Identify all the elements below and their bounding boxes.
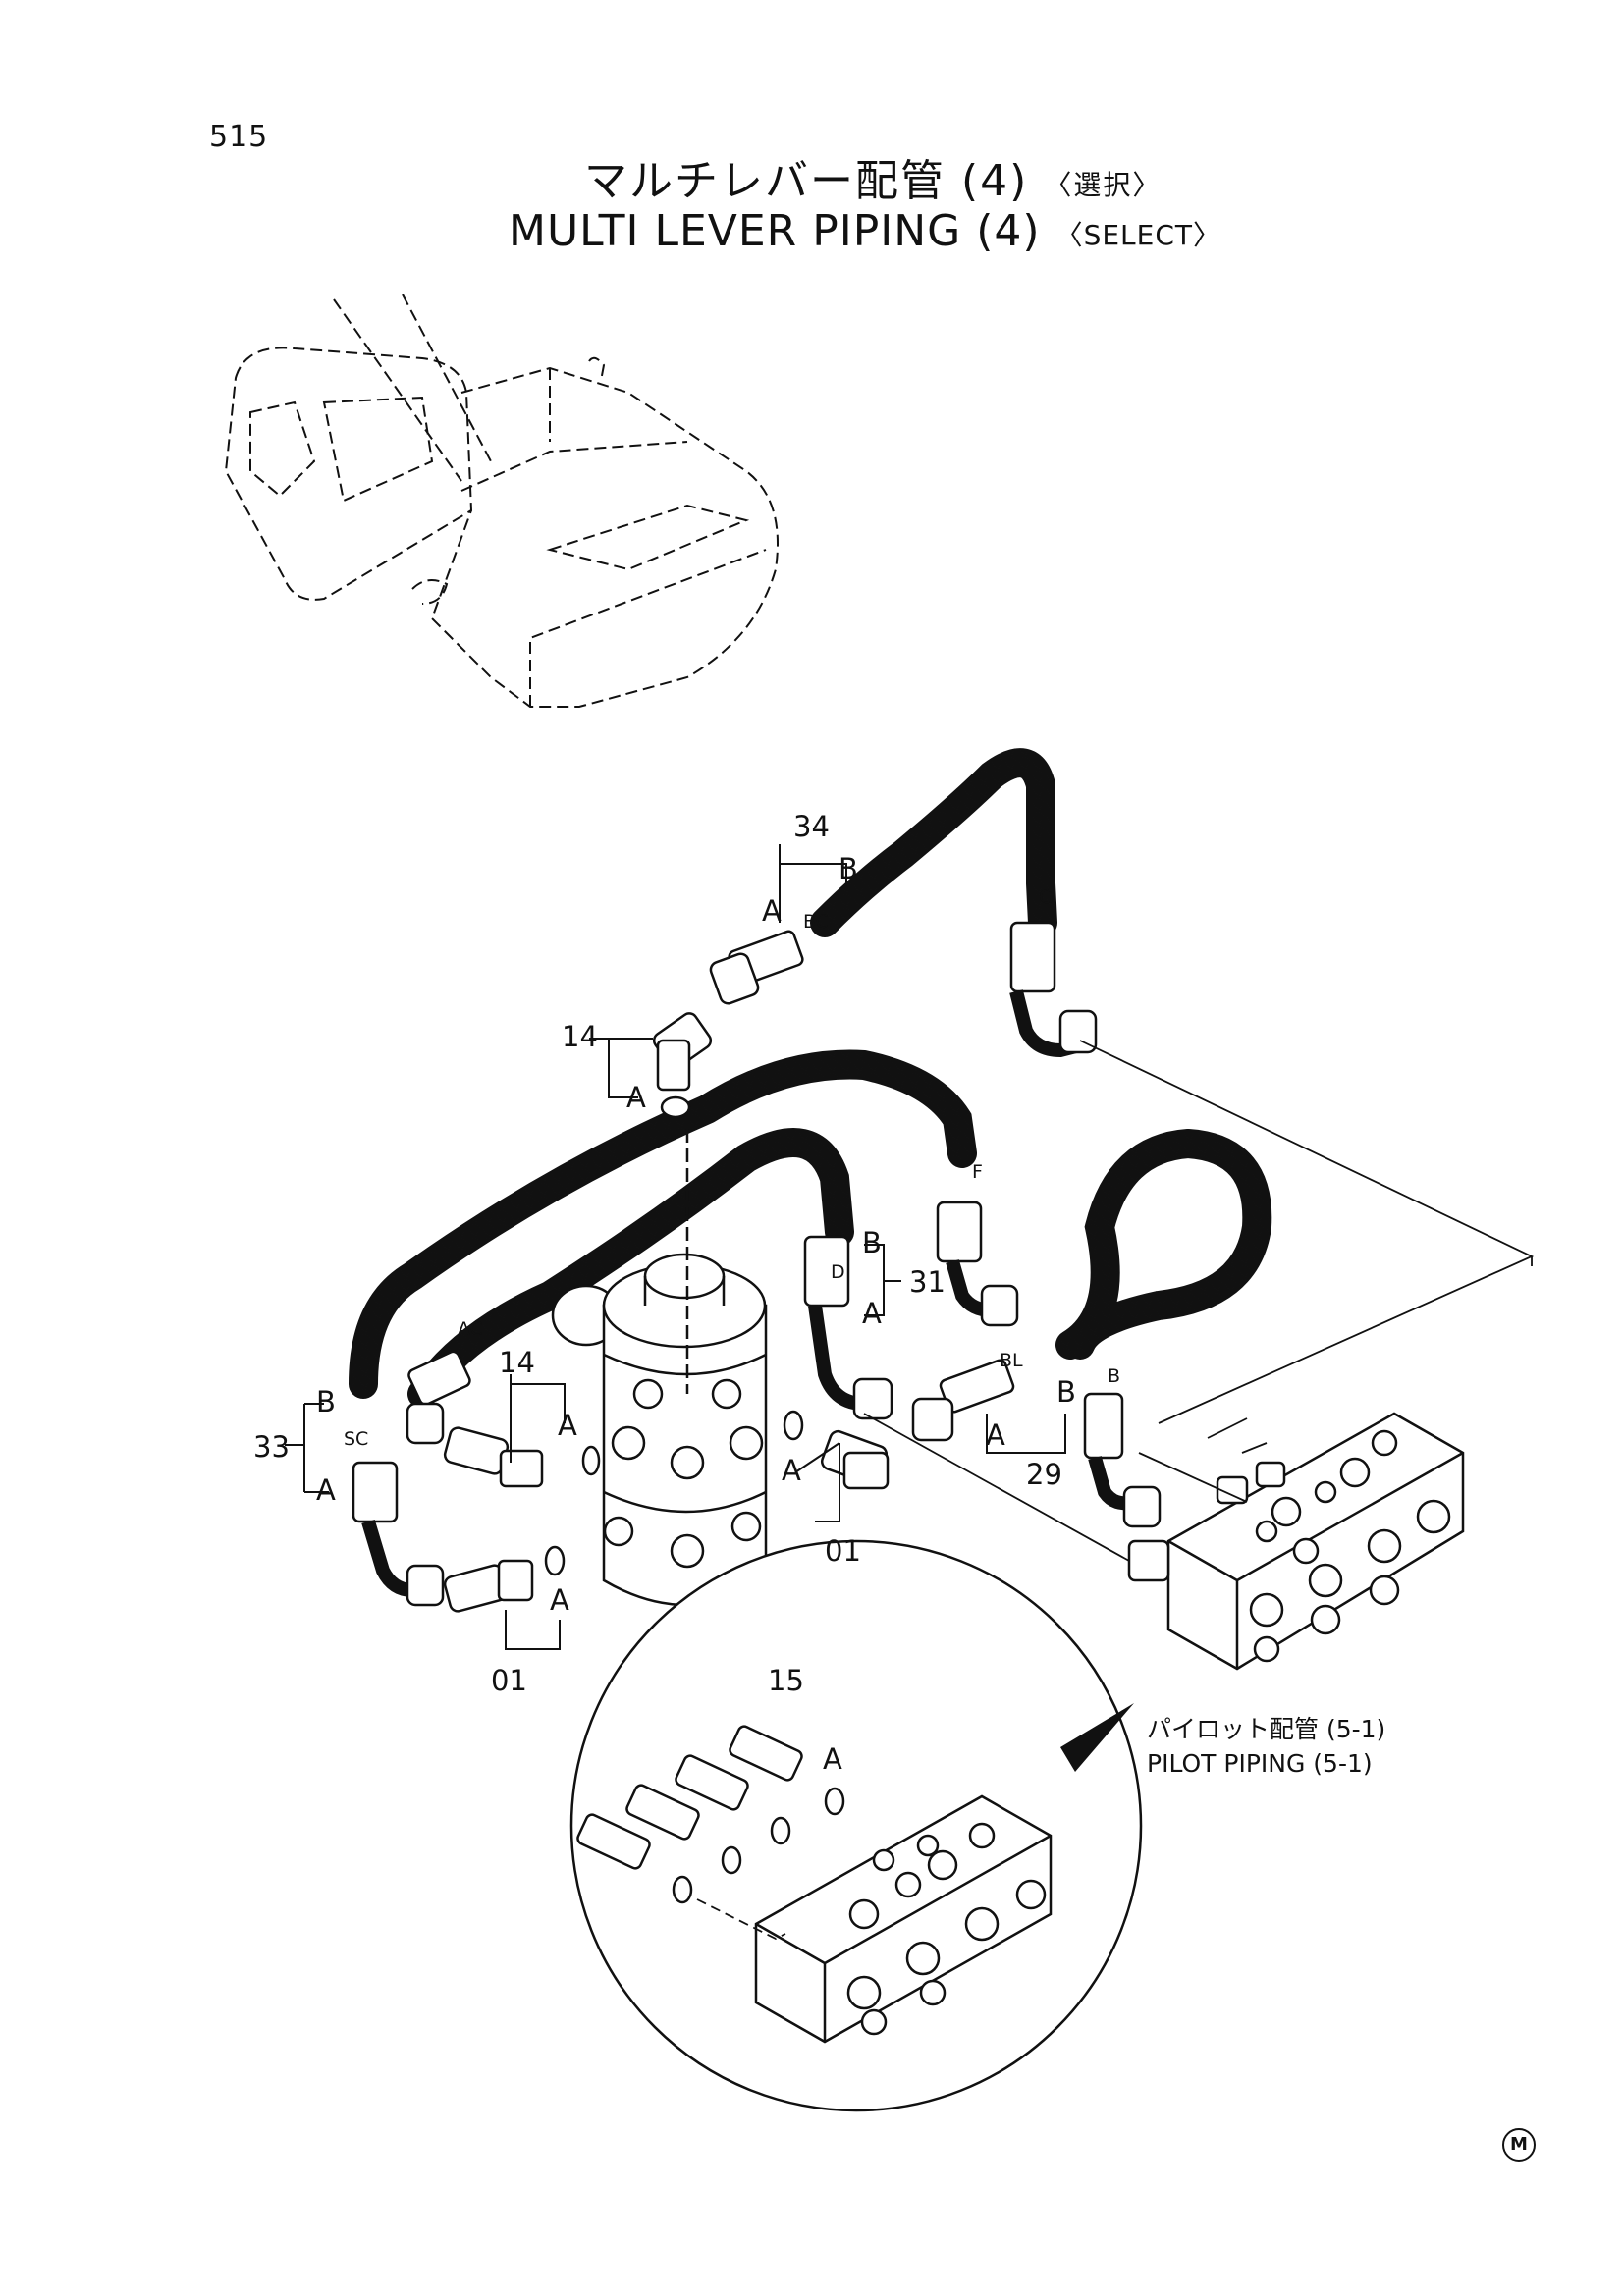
label-33-sc: SC: [344, 1428, 368, 1450]
elbow-sc: [361, 1519, 413, 1597]
label-34-g: G: [1039, 886, 1054, 908]
callout-brackets: [285, 844, 1066, 1797]
label-01-right: 01: [825, 1534, 861, 1568]
reference-label-jp: パイロット配管 (5-1): [1147, 1715, 1386, 1743]
label-14-top-a: A: [626, 1081, 646, 1114]
label-33-ac: AC: [458, 1318, 483, 1340]
zoom-detail: [569, 1539, 1143, 2112]
label-33-b: B: [316, 1385, 336, 1418]
fitting-sc: [352, 1461, 399, 1523]
fitting-01-right: [842, 1451, 890, 1490]
control-valve-block: [1127, 1412, 1465, 1671]
title-jp-text: マルチレバー配管 (4): [584, 156, 1029, 206]
label-29-b: B: [1056, 1375, 1076, 1409]
fitting-14-left: [499, 1449, 544, 1488]
label-14-left: 14: [499, 1346, 535, 1379]
callout-labels: 34 A B BC G 14 A 31 B A D F 33 B A SC AC…: [253, 810, 1120, 1776]
detail-fitting-3: [675, 1754, 749, 1811]
label-29-a: A: [986, 1418, 1005, 1452]
reference-label-en: PILOT PIPING (5-1): [1147, 1749, 1373, 1778]
fitting-14-top: [656, 1039, 691, 1092]
label-34-b: B: [839, 852, 858, 885]
label-29-b2: B: [1108, 1365, 1120, 1387]
title-english: MULTI LEVER PIPING (4) 〈SELECT〉: [509, 206, 1221, 256]
label-31-f: F: [972, 1161, 983, 1183]
oring-01-left: [544, 1545, 566, 1576]
nut-29-bl: [911, 1397, 954, 1442]
elbow-14-left: [443, 1426, 510, 1475]
label-14-left-a: A: [558, 1409, 577, 1442]
oring-01-right: [783, 1410, 804, 1441]
label-31-b: B: [862, 1226, 882, 1259]
hoses: [349, 748, 1272, 1409]
m-mark-icon: M: [1502, 2128, 1536, 2162]
label-33: 33: [253, 1430, 290, 1464]
nut-33: [406, 1402, 445, 1445]
nut-31: [852, 1377, 893, 1420]
leader-lines: [863, 1040, 1535, 1562]
label-29: 29: [1026, 1458, 1062, 1491]
label-01-left-a: A: [550, 1583, 569, 1617]
nut-34-g: [1058, 1009, 1098, 1054]
label-15-a: A: [823, 1742, 842, 1776]
fitting-31-d: [803, 1235, 850, 1308]
label-15: 15: [768, 1664, 804, 1697]
label-29-bl: BL: [1000, 1350, 1023, 1371]
title-en-select: 〈SELECT〉: [1055, 219, 1221, 251]
label-01-left: 01: [491, 1664, 527, 1697]
title-en-text: MULTI LEVER PIPING (4): [509, 206, 1041, 256]
label-34: 34: [793, 810, 830, 843]
nut-sc: [406, 1564, 445, 1607]
label-31-d: D: [831, 1261, 845, 1283]
nut-31-f: [980, 1284, 1019, 1327]
nut-29-b: [1122, 1485, 1162, 1528]
oring-14-left: [581, 1445, 601, 1476]
excavator-illustration: [224, 294, 779, 708]
fitting-ac: [407, 1350, 471, 1406]
elbow-34-g: [1009, 989, 1082, 1058]
fitting-01-left: [497, 1559, 534, 1602]
oring-14-top: [660, 1095, 691, 1119]
fitting-31-f: [936, 1201, 983, 1263]
label-34-bc: BC: [803, 911, 829, 933]
label-33-a: A: [316, 1473, 336, 1507]
title-jp-select: 〈選択〉: [1044, 169, 1163, 201]
page-number: 515: [209, 120, 269, 154]
fittings: [352, 921, 1162, 1613]
pilot-valve-body: [602, 1129, 768, 1607]
detail-fitting-1: [576, 1813, 651, 1870]
fitting-34-g: [1009, 921, 1056, 993]
detail-fitting-4: [729, 1725, 803, 1782]
title-japanese: マルチレバー配管 (4) 〈選択〉: [584, 145, 1162, 208]
label-31-a: A: [862, 1297, 882, 1330]
label-34-a: A: [762, 894, 782, 928]
detail-fitting-2: [625, 1784, 700, 1841]
label-01-right-a: A: [782, 1454, 801, 1487]
fitting-34-nut: [709, 952, 760, 1005]
label-14-top: 14: [562, 1020, 598, 1053]
label-31: 31: [909, 1265, 946, 1299]
fitting-29-b: [1083, 1392, 1124, 1460]
